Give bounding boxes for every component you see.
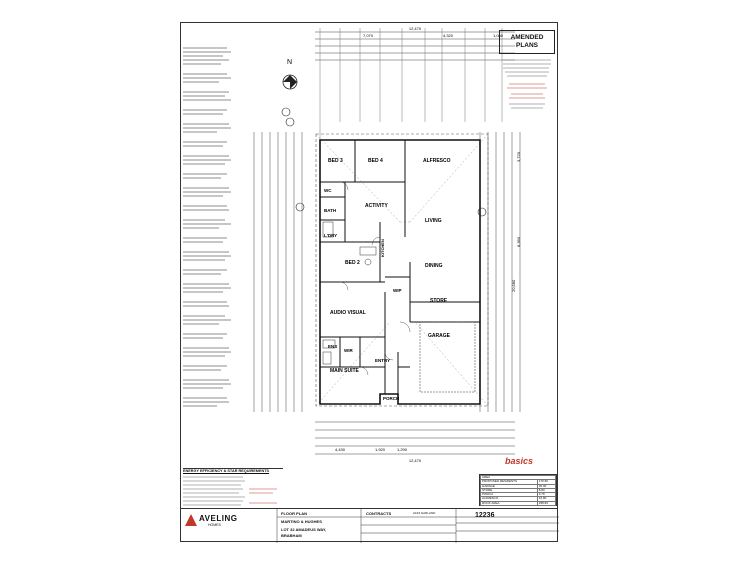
room-main-suite: MAIN SUITE [330,368,360,374]
energy-heading: ENERGY EFFICIENCY & STAR REQUIREMENTS [183,469,270,473]
title-block: AVELING HOMES FLOOR PLAN CONTRACTS A193 … [180,508,559,543]
dim-top-b: 4,320 [443,33,454,38]
left-dimension-lines [253,132,303,412]
section-marker-right [477,207,487,217]
dim-right-a: 3,720 [516,151,521,162]
site-address: LOT 32 AMADEUS WAY, [281,527,327,532]
room-alfresco: ALFRESCO [423,158,451,164]
room-kitchen: KITCHEN [380,239,385,257]
dim-top-a: 7,070 [363,33,374,38]
site-suburb: BRABHAM [281,533,302,538]
dim-right-b: 8,360 [516,236,521,247]
drawing-title: FLOOR PLAN [281,511,307,516]
room-store: STORE [430,298,448,304]
room-bed4: BED 4 [368,158,383,164]
dim-bottom-c: 1,290 [397,447,408,452]
specification-notes [183,42,243,422]
room-ens: ENS [328,344,337,349]
room-dining: DINING [425,263,443,269]
north-arrow [281,74,298,127]
room-activity: ACTIVITY [365,203,388,209]
floor-plan-drawing: 12,470 7,070 4,320 1,080 N 3,720 8,360 2… [253,26,521,463]
north-label: N [287,59,292,66]
brand-logo: basics [505,456,534,466]
company-logo: AVELING HOMES [184,513,240,529]
room-wip: WIP [393,288,402,293]
internal-walls [320,140,480,394]
room-ldry: L'DRY [324,233,337,238]
job-number: 12236 [475,512,495,519]
section-marker-left [295,202,305,212]
energy-text-lines [183,476,277,506]
company-logo-icon [185,514,197,526]
company-sub: HOMES [208,523,221,527]
dim-right-total: 20,580 [511,279,516,292]
dim-top-total: 12,470 [409,26,422,31]
room-wir: WIR [344,348,353,353]
bottom-dimension-lines [315,421,515,455]
amendment-text-lines [503,59,551,109]
amended-title-1: AMENDED [510,34,544,41]
company-name: AVELING [199,514,238,523]
room-bath: BATH [324,208,336,213]
room-bed3: BED 3 [328,158,343,164]
dim-bottom-total: 12,470 [409,458,422,463]
room-bed2: BED 2 [345,260,360,266]
eave-outline [315,133,489,407]
room-entry: ENTRY [375,358,390,363]
external-walls [319,139,481,405]
amended-plans-box: AMENDED PLANS [499,30,555,54]
room-porch: PORCH [383,396,399,401]
dim-top-c: 1,080 [493,33,504,38]
dim-bottom-a: 4,430 [335,447,346,452]
contracts-label: CONTRACTS [366,511,392,516]
roof-hip-lines [315,133,489,407]
room-audio-visual: AUDIO VISUAL [330,310,366,316]
right-dimension-lines [479,132,521,412]
design-name: A193 GARLAND [413,511,436,515]
energy-requirements: ENERGY EFFICIENCY & STAR REQUIREMENTS [183,468,283,515]
room-wc: WC [324,188,332,193]
amended-title-2: PLANS [515,42,539,49]
floor-plan: 12,470 7,070 4,320 1,080 N 3,720 8,360 2… [180,22,560,522]
amendment-notes [499,56,555,116]
client-name: MARTINO & HUGHES [281,519,322,524]
door-swings [339,181,411,376]
top-dimension-lines [315,28,515,142]
dim-bottom-b: 1,920 [375,447,386,452]
room-living: LIVING [425,218,442,224]
fixtures [322,221,476,393]
notes-text-lines [183,47,231,407]
room-garage: GARAGE [428,333,451,339]
title-block-grid [276,509,559,543]
